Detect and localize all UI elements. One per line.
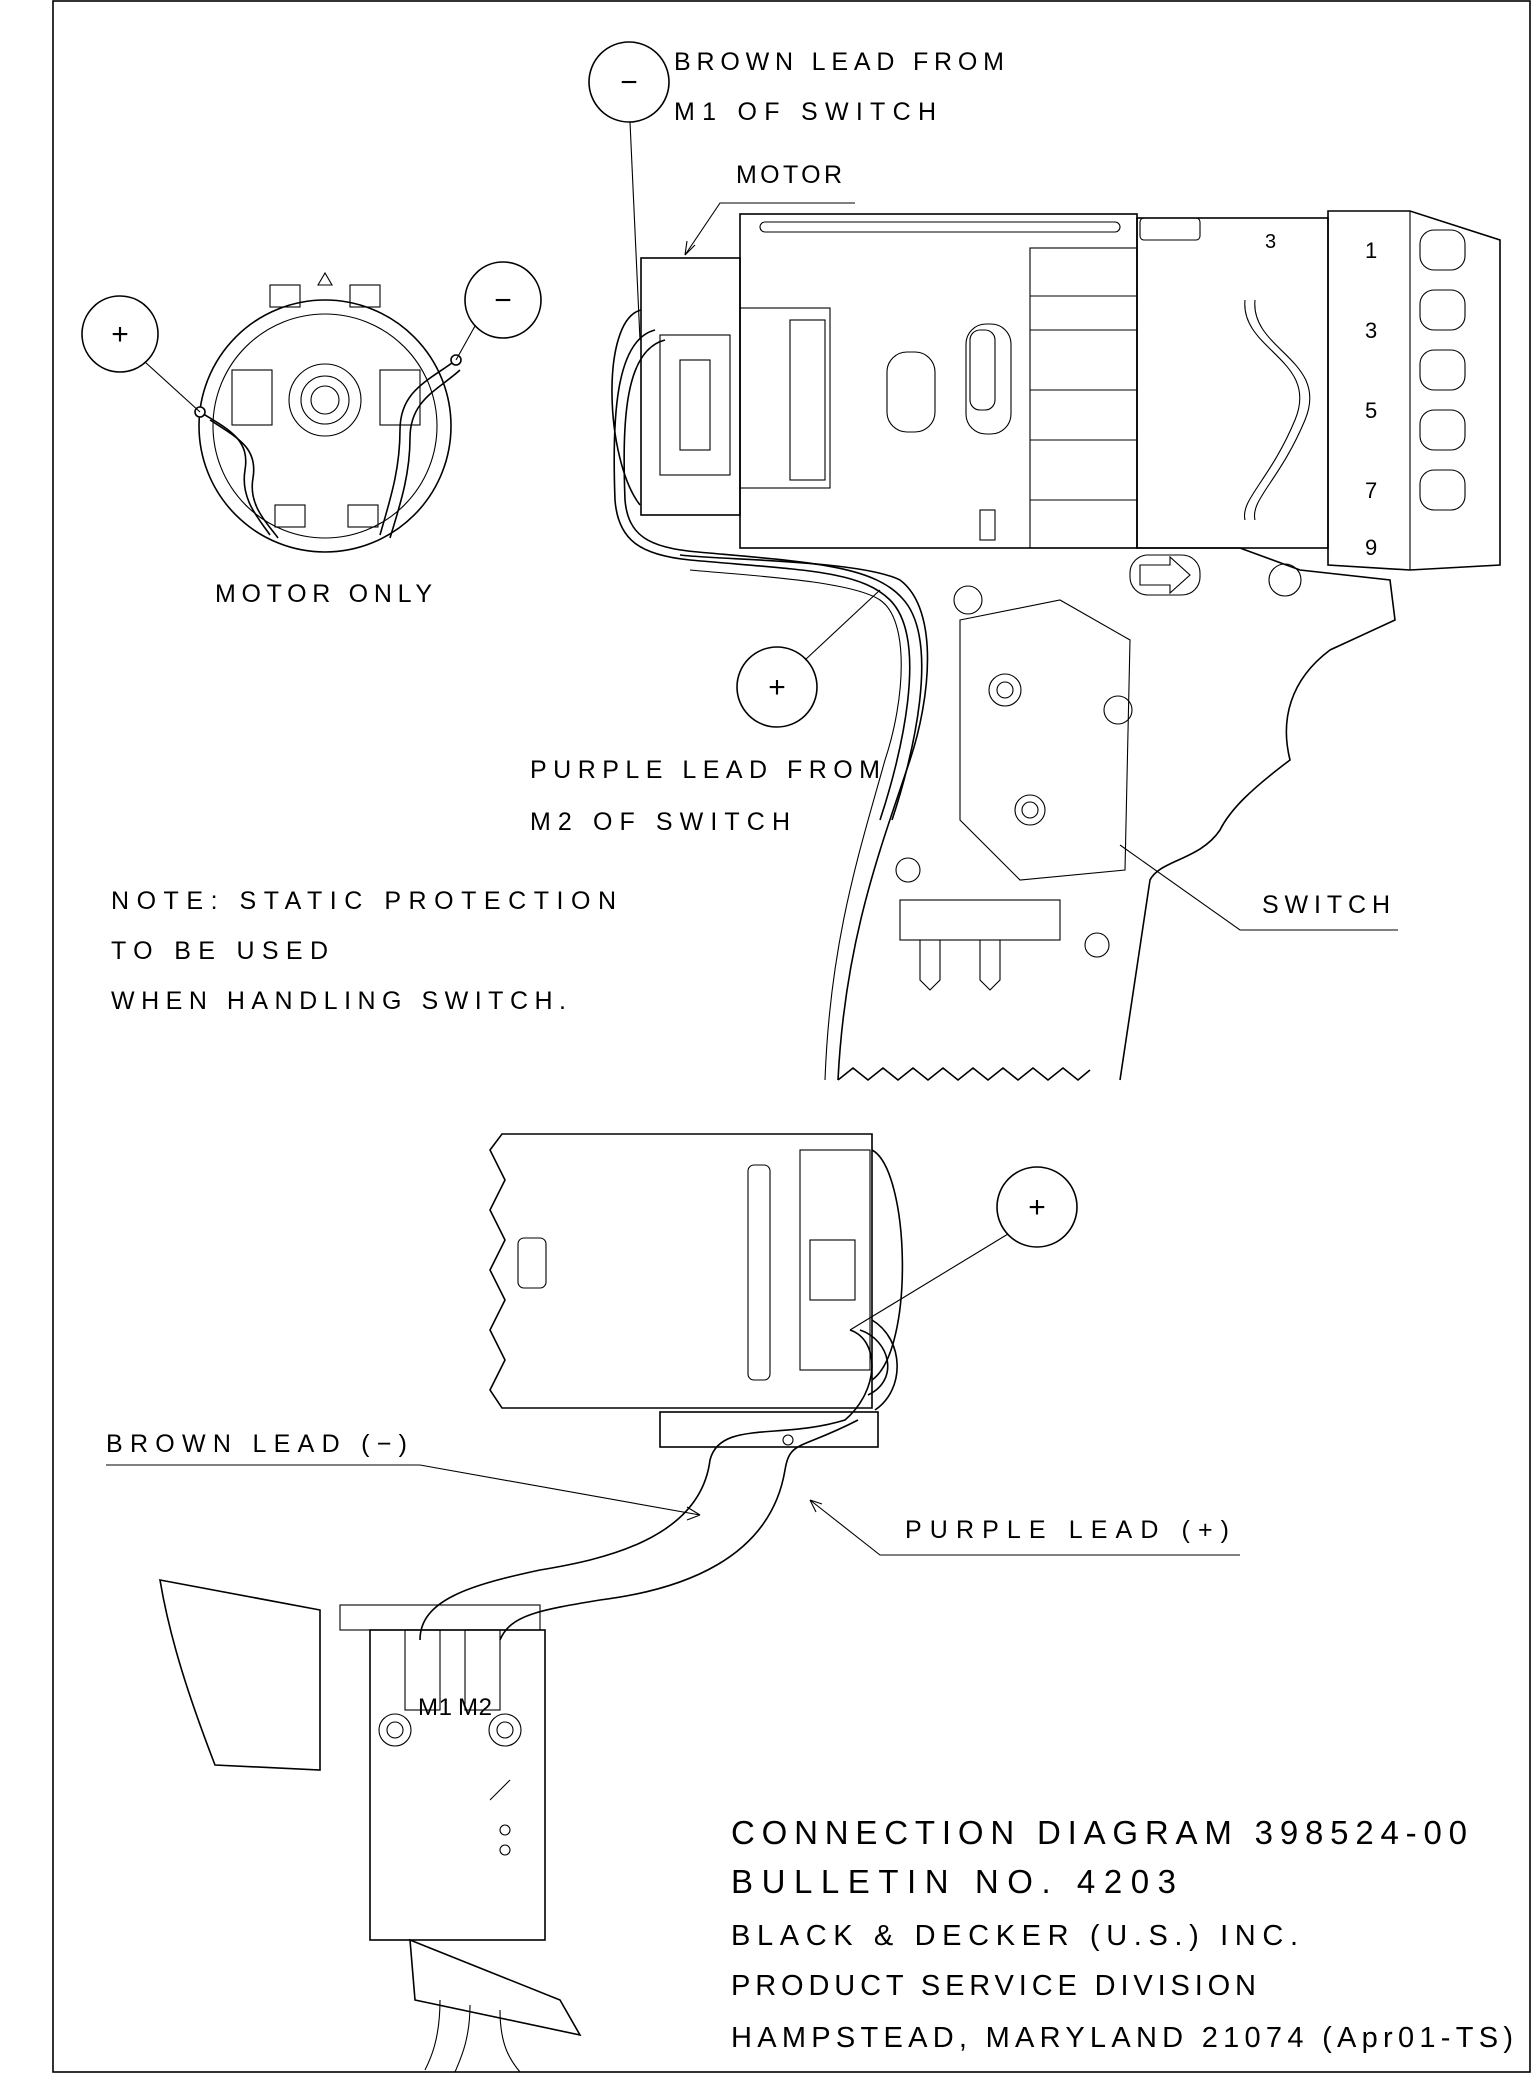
drawing-border	[52, 0, 1531, 2073]
m2-of-switch-label: M2 OF SWITCH	[530, 808, 790, 836]
switch-label: SWITCH	[1262, 891, 1390, 919]
note-line: WHEN HANDLING SWITCH.	[111, 987, 566, 1015]
motor-label: MOTOR	[736, 161, 842, 189]
static-note: NOTE: STATIC PROTECTION TO BE USED WHEN …	[111, 887, 616, 1015]
dial-number: 9	[1365, 535, 1377, 560]
purple-lead-pos-callout: PURPLE LEAD (+)	[809, 1499, 1240, 1556]
minus-symbol: −	[494, 284, 512, 317]
title-line: PRODUCT SERVICE DIVISION	[731, 1970, 1256, 2002]
purple-lead-from-label: PURPLE LEAD FROM	[530, 756, 880, 784]
m1-of-switch-label: M1 OF SWITCH	[674, 98, 936, 126]
title-line: HAMPSTEAD, MARYLAND 21074 (Apr01-TS)	[731, 2022, 1513, 2054]
brown-lead-callout: − BROWN LEAD FROM M1 OF SWITCH	[588, 41, 1004, 126]
purple-lead-callout: + PURPLE LEAD FROM M2 OF SWITCH	[530, 589, 881, 836]
motor-end-view	[194, 271, 462, 553]
plus-symbol: +	[111, 318, 129, 351]
brown-lead-neg-label: BROWN LEAD (−)	[106, 1430, 407, 1458]
motor-plus-callout: +	[81, 295, 201, 413]
title-line: CONNECTION DIAGRAM 398524-00	[731, 1814, 1467, 1851]
motor-only-label: MOTOR ONLY	[215, 580, 432, 608]
lower-plus-callout: +	[849, 1166, 1078, 1331]
plus-symbol: +	[1028, 1191, 1046, 1224]
clutch-number: 3	[1265, 231, 1276, 253]
motor-switch-detail	[159, 1133, 904, 2073]
brown-lead-neg-callout: BROWN LEAD (−)	[106, 1430, 701, 1521]
motor-minus-callout: −	[455, 261, 542, 361]
dial-number: 5	[1365, 398, 1377, 423]
dial-number: 1	[1365, 238, 1377, 263]
switch-callout: SWITCH	[1119, 844, 1398, 931]
title-line: BULLETIN NO. 4203	[731, 1863, 1176, 1900]
title-block: CONNECTION DIAGRAM 398524-00 BULLETIN NO…	[731, 1814, 1513, 2054]
plus-symbol: +	[768, 671, 786, 704]
note-line: NOTE: STATIC PROTECTION	[111, 887, 616, 915]
minus-symbol: −	[620, 66, 638, 99]
note-line: TO BE USED	[111, 937, 328, 965]
brown-lead-from-label: BROWN LEAD FROM	[674, 48, 1004, 76]
drill-assembly: 1 3 5 7 9 3	[611, 121, 1501, 1082]
dial-number: 3	[1365, 318, 1377, 343]
dial-number: 7	[1365, 478, 1377, 503]
purple-lead-pos-label: PURPLE LEAD (+)	[905, 1516, 1229, 1544]
title-line: BLACK & DECKER (U.S.) INC.	[731, 1920, 1298, 1952]
motor-callout: MOTOR	[684, 161, 855, 256]
m1-terminal-label: M1	[418, 1694, 452, 1721]
m2-terminal-label: M2	[458, 1694, 492, 1721]
